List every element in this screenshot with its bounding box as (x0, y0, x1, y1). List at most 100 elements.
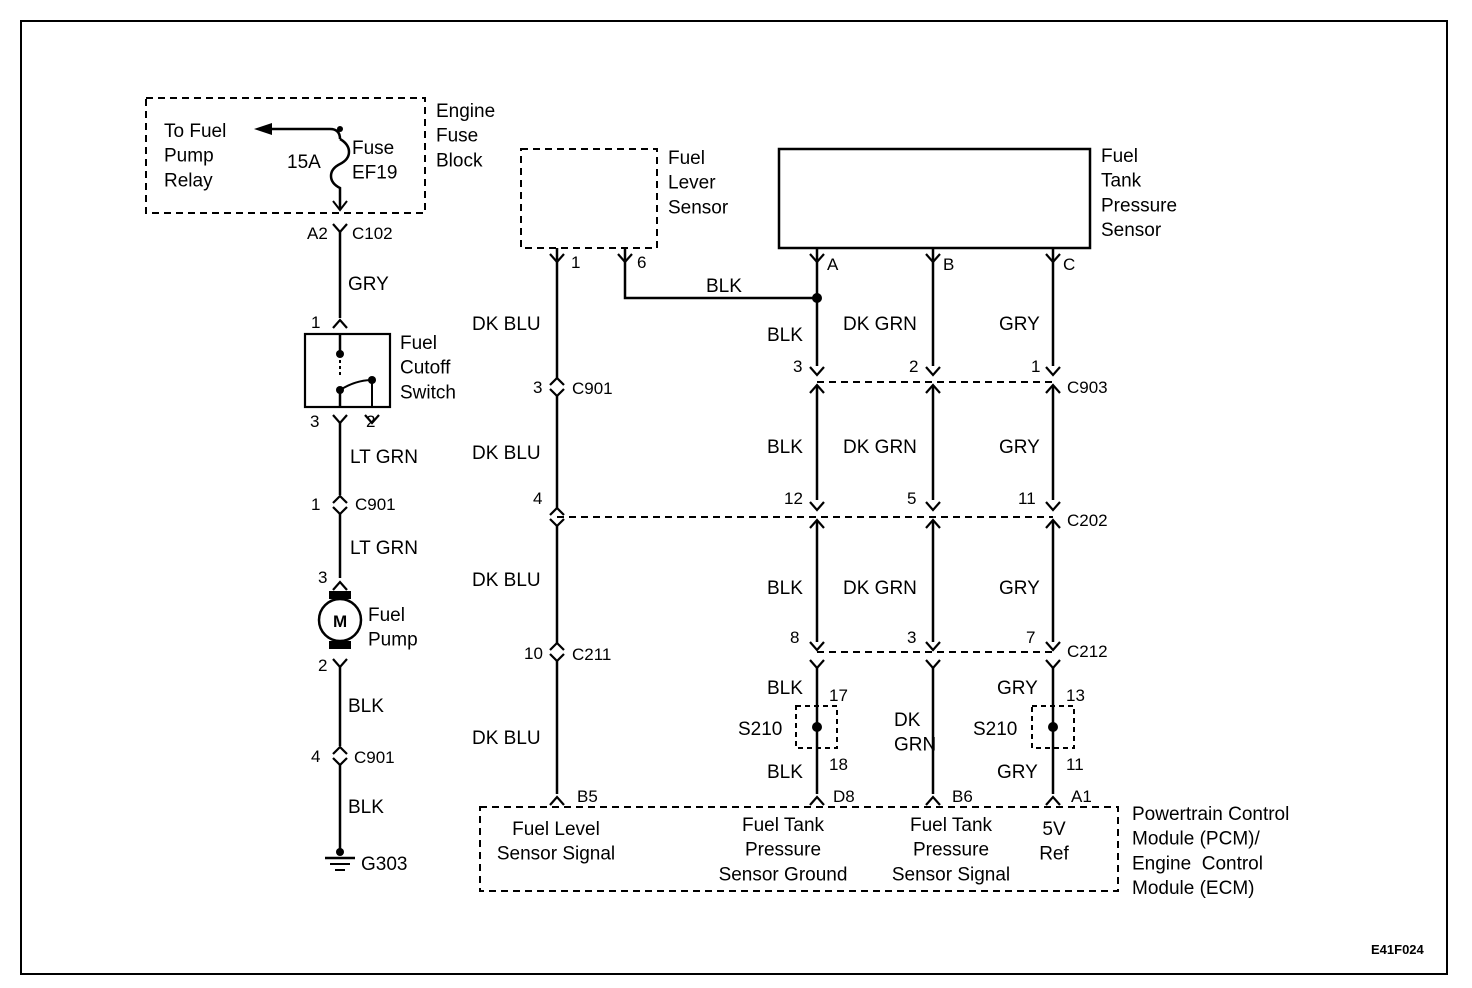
pcm-pin-d8: D8 (833, 787, 855, 806)
fuse-node (337, 126, 343, 132)
c903-blk-pin: 3 (793, 357, 802, 376)
c202-label: C202 (1067, 511, 1108, 530)
wire-dkgrn-label-2: DK GRN (843, 437, 917, 458)
level-sensor-pin1: 1 (571, 253, 580, 272)
wire-blk-label-2: BLK (348, 797, 384, 818)
wire-blk-col-label-4: BLK (767, 678, 803, 699)
wire-blk-col-label-2: BLK (767, 437, 803, 458)
pcm-pin-b6: B6 (952, 787, 973, 806)
s210-gry-splice (1048, 722, 1058, 732)
s210-blk-pin-bottom: 18 (829, 755, 848, 774)
c211-dkblu-pin: 10 (524, 644, 543, 663)
pcm-pin-a1: A1 (1071, 787, 1092, 806)
c102-pin: A2 (307, 224, 328, 243)
relay-arrow-head (254, 123, 272, 135)
fuel-cutoff-switch-box (303, 332, 392, 409)
wire-dkgrn-label-3: DK GRN (843, 578, 917, 599)
pcm-pin-b5: B5 (577, 787, 598, 806)
relay-arrow (270, 127, 342, 140)
c903-label: C903 (1067, 378, 1108, 397)
c202-dkblu-pin: 4 (533, 489, 542, 508)
engine-fuse-block-box (145, 97, 426, 214)
pump-pin-bottom: 2 (318, 656, 327, 675)
fuel-pump-motor (317, 597, 363, 643)
wire-blk-col-label-5: BLK (767, 762, 803, 783)
cutoff-pin-top: 1 (311, 313, 320, 332)
fuse-rating: 15A (287, 152, 321, 173)
s210-gry-splice-box (1031, 705, 1075, 749)
cutoff-pin-bl: 3 (310, 412, 319, 431)
c901-dkblu-label: C901 (572, 379, 613, 398)
s210-gry-pin-top: 13 (1066, 686, 1085, 705)
wire-blk-sensor-ground-label: BLK (706, 276, 742, 297)
wire-dkblu-label-1: DK BLU (472, 314, 541, 335)
wire-ltgrn-label-1: LT GRN (350, 447, 418, 468)
pressure-sensor-pinC: C (1063, 255, 1075, 274)
wire-gry-label-4: GRY (997, 678, 1038, 699)
c903-gry-pin: 1 (1031, 357, 1040, 376)
c901-a-pin: 1 (311, 495, 320, 514)
s210-gry-pin-bottom: 11 (1066, 755, 1084, 774)
c212-dkgrn-pin: 3 (907, 628, 916, 647)
wire-blk-label-1: BLK (348, 696, 384, 717)
wire-blk-col-label-1: BLK (767, 325, 803, 346)
fuel-tank-pressure-sensor-box (777, 147, 1092, 250)
ground-label: G303 (361, 854, 407, 875)
wire-dkblu-label-2: DK BLU (472, 443, 541, 464)
c212-blk-pin: 8 (790, 628, 799, 647)
s210-blk-label: S210 (738, 719, 782, 740)
c202-dkgrn-pin: 5 (907, 489, 916, 508)
fuel-level-sensor-box (520, 148, 658, 249)
fuse-symbol (329, 137, 351, 210)
wire-gry-label-5: GRY (997, 762, 1038, 783)
wire-dkblu-label-4: DK BLU (472, 728, 541, 749)
pressure-sensor-pinA: A (827, 255, 839, 274)
c903-dkgrn-pin: 2 (909, 357, 918, 376)
wire-gry-label-left: GRY (348, 274, 389, 295)
pump-pin-top: 3 (318, 568, 327, 587)
c212-label: C212 (1067, 642, 1108, 661)
c211-label: C211 (572, 645, 611, 664)
c901-a-label: C901 (355, 495, 396, 514)
wire-dkgrn-label-1: DK GRN (843, 314, 917, 335)
wire-gry-label-3: GRY (999, 578, 1040, 599)
s210-blk-splice-box (795, 705, 838, 749)
s210-blk-splice (812, 722, 822, 732)
wire-dkblu-label-3: DK BLU (472, 570, 541, 591)
c212-gry-pin: 7 (1026, 628, 1035, 647)
switch-contact-top (336, 350, 344, 358)
diagram-code: E41F024 (1371, 942, 1425, 957)
s210-blk-pin-top: 17 (829, 686, 848, 705)
cutoff-pin-br: 2 (366, 412, 375, 431)
c202-blk-pin: 12 (784, 489, 803, 508)
s210-gry-label: S210 (973, 719, 1017, 740)
wire-gry-label-1: GRY (999, 314, 1040, 335)
c901-b-label: C901 (354, 748, 395, 767)
pcm-box (479, 806, 1119, 892)
c901-dkblu-pin: 3 (533, 378, 542, 397)
pressure-sensor-pinB: B (943, 255, 954, 274)
c202-gry-pin: 11 (1018, 489, 1036, 508)
wire-blk-sensor-ground (623, 262, 817, 300)
wire-ltgrn-label-2: LT GRN (350, 538, 418, 559)
c102-label: C102 (352, 224, 393, 243)
c901-b-pin: 4 (311, 747, 320, 766)
page-border (20, 20, 1448, 975)
fuel-pump-symbol: M (333, 612, 347, 631)
fuse-arrow (332, 200, 348, 212)
wire-blk-col-label-3: BLK (767, 578, 803, 599)
